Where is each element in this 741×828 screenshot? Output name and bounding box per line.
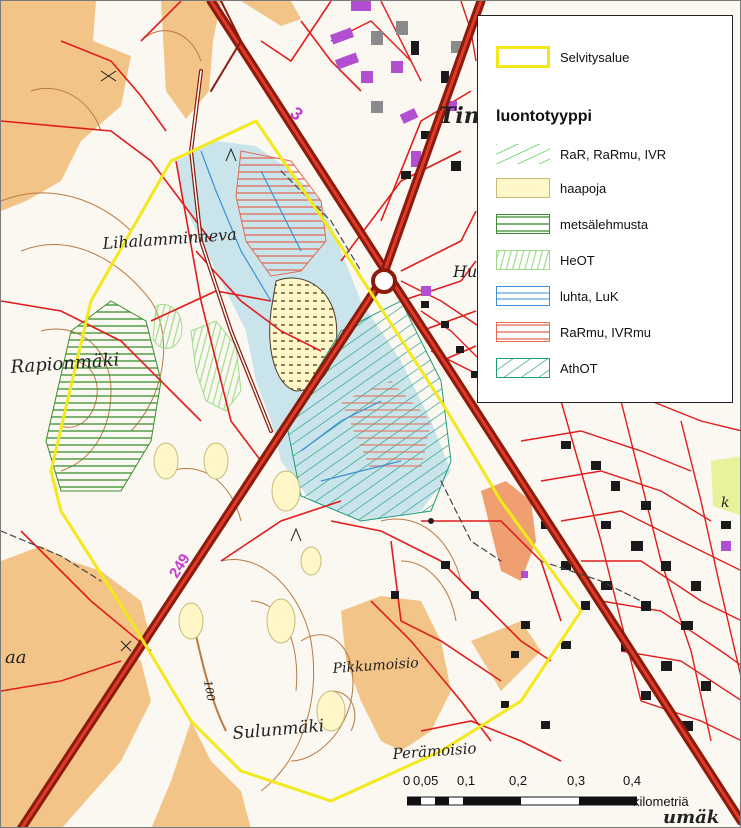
legend-item-heot: HeOT <box>496 250 595 270</box>
habitat-areas <box>45 150 452 732</box>
scale-tick-03: 0,3 <box>567 773 586 788</box>
legend-swatch-rarmu <box>496 322 550 342</box>
scale-tick-01: 0,1 <box>457 773 476 788</box>
legend-swatch-athot <box>496 358 550 378</box>
scale-tick-005: 0,05 <box>413 773 439 788</box>
legend-label-rar: RaR, RaRmu, IVR <box>560 146 667 162</box>
legend-swatch-metsalehmusta <box>496 214 550 234</box>
buildings <box>391 41 731 731</box>
terrain-symbols <box>100 70 434 652</box>
place-pikkumoisio: Pikkumoisio <box>331 655 419 677</box>
place-tin: Tin <box>439 103 480 129</box>
scale-unit: kilometriä <box>633 794 689 809</box>
legend-item-rar: RaR, RaRmu, IVR <box>496 144 666 164</box>
place-hu: Hu <box>452 262 477 281</box>
roundabout <box>371 268 397 294</box>
legend-swatch-study-area <box>496 46 550 68</box>
gray-buildings <box>371 21 463 113</box>
legend-item-rarmu: RaRmu, IVRmu <box>496 322 651 342</box>
legend-heading: luontotyyppi <box>496 108 592 125</box>
purple-buildings <box>329 1 731 578</box>
place-aa: aa <box>5 647 26 668</box>
study-area-boundary <box>49 119 583 803</box>
scale-tick-02: 0,2 <box>509 773 528 788</box>
place-k: k <box>721 495 729 511</box>
scale-tick-0: 0 <box>403 773 411 788</box>
place-sulunmaki: Sulunmäki <box>232 716 325 744</box>
legend-label-heot: HeOT <box>560 252 595 268</box>
legend-swatch-luhta <box>496 286 550 306</box>
legend-study-area: Selvitysalue <box>496 46 629 68</box>
legend-swatch-rar <box>496 144 550 164</box>
legend-label-luhta: luhta, LuK <box>560 288 619 304</box>
legend-item-haapoja: haapoja <box>496 178 606 198</box>
map-legend: Selvitysalue luontotyyppi RaR, RaRmu, IV… <box>477 15 733 403</box>
scale-bar-graphic <box>407 795 637 807</box>
legend-label-metsalehmusta: metsälehmusta <box>560 216 649 232</box>
place-humak: umäk <box>663 807 719 828</box>
streams <box>200 150 402 482</box>
legend-label-athot: AthOT <box>560 360 598 376</box>
legend-label-study-area: Selvitysalue <box>560 49 630 65</box>
place-peramoisio: Perämoisio <box>391 739 477 763</box>
legend-label-rarmu: RaRmu, IVRmu <box>560 324 652 340</box>
scale-tick-04: 0,4 <box>623 773 642 788</box>
legend-item-athot: AthOT <box>496 358 598 378</box>
scale-bar: 0 0,05 0,1 0,2 0,3 0,4 kilometriä <box>401 773 737 823</box>
legend-swatch-haapoja <box>496 178 550 198</box>
legend-item-metsalehmusta: metsälehmusta <box>496 214 648 234</box>
contour-label-100: 100 <box>201 679 217 702</box>
legend-swatch-heot <box>496 250 550 270</box>
legend-item-luhta: luhta, LuK <box>496 286 619 306</box>
legend-label-haapoja: haapoja <box>560 180 607 196</box>
